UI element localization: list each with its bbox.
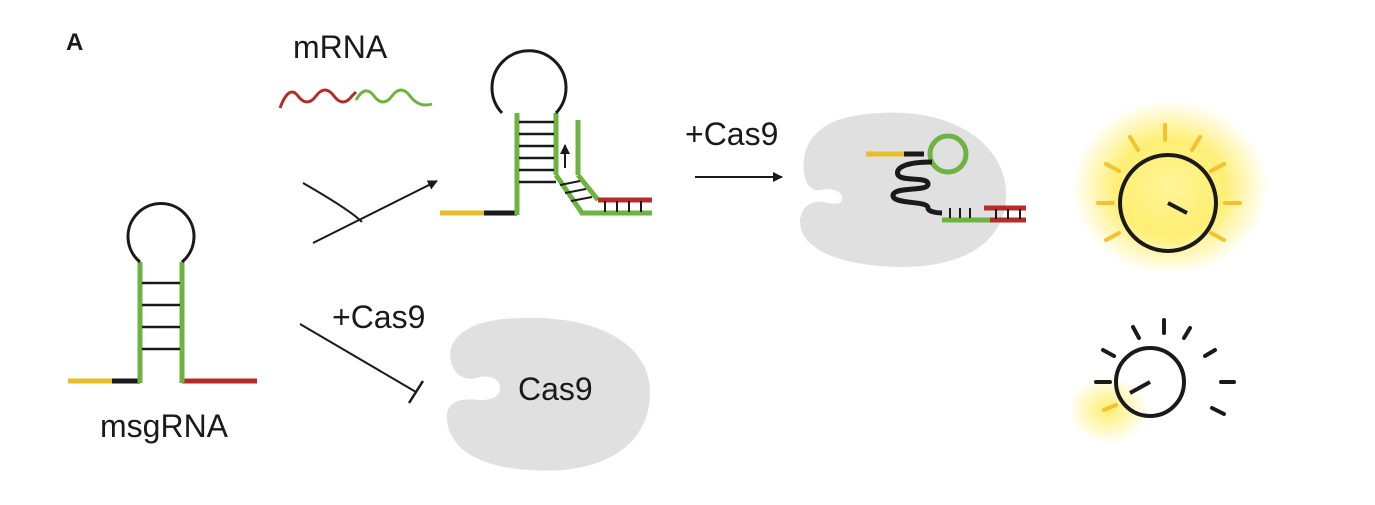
panel-label: A <box>66 29 83 56</box>
inactive-cas9-protein <box>446 317 651 471</box>
active-cas9-complex <box>800 112 1026 267</box>
msgrna-label: msgRNA <box>100 408 229 444</box>
mrna-label: mRNA <box>293 29 388 65</box>
cas9-top-label: +Cas9 <box>685 116 778 152</box>
light-bulb-on-icon <box>1072 100 1268 275</box>
msgrna-structure <box>68 202 257 384</box>
mrna-wave <box>278 88 433 109</box>
cas9-protein-label: Cas9 <box>518 371 593 407</box>
cas9-bottom-label: +Cas9 <box>332 299 425 335</box>
msgrna-mrna-complex <box>440 49 652 216</box>
light-bulb-off-icon <box>1068 318 1236 444</box>
inhibition-arrow <box>299 323 425 404</box>
binding-arrow <box>302 180 438 244</box>
